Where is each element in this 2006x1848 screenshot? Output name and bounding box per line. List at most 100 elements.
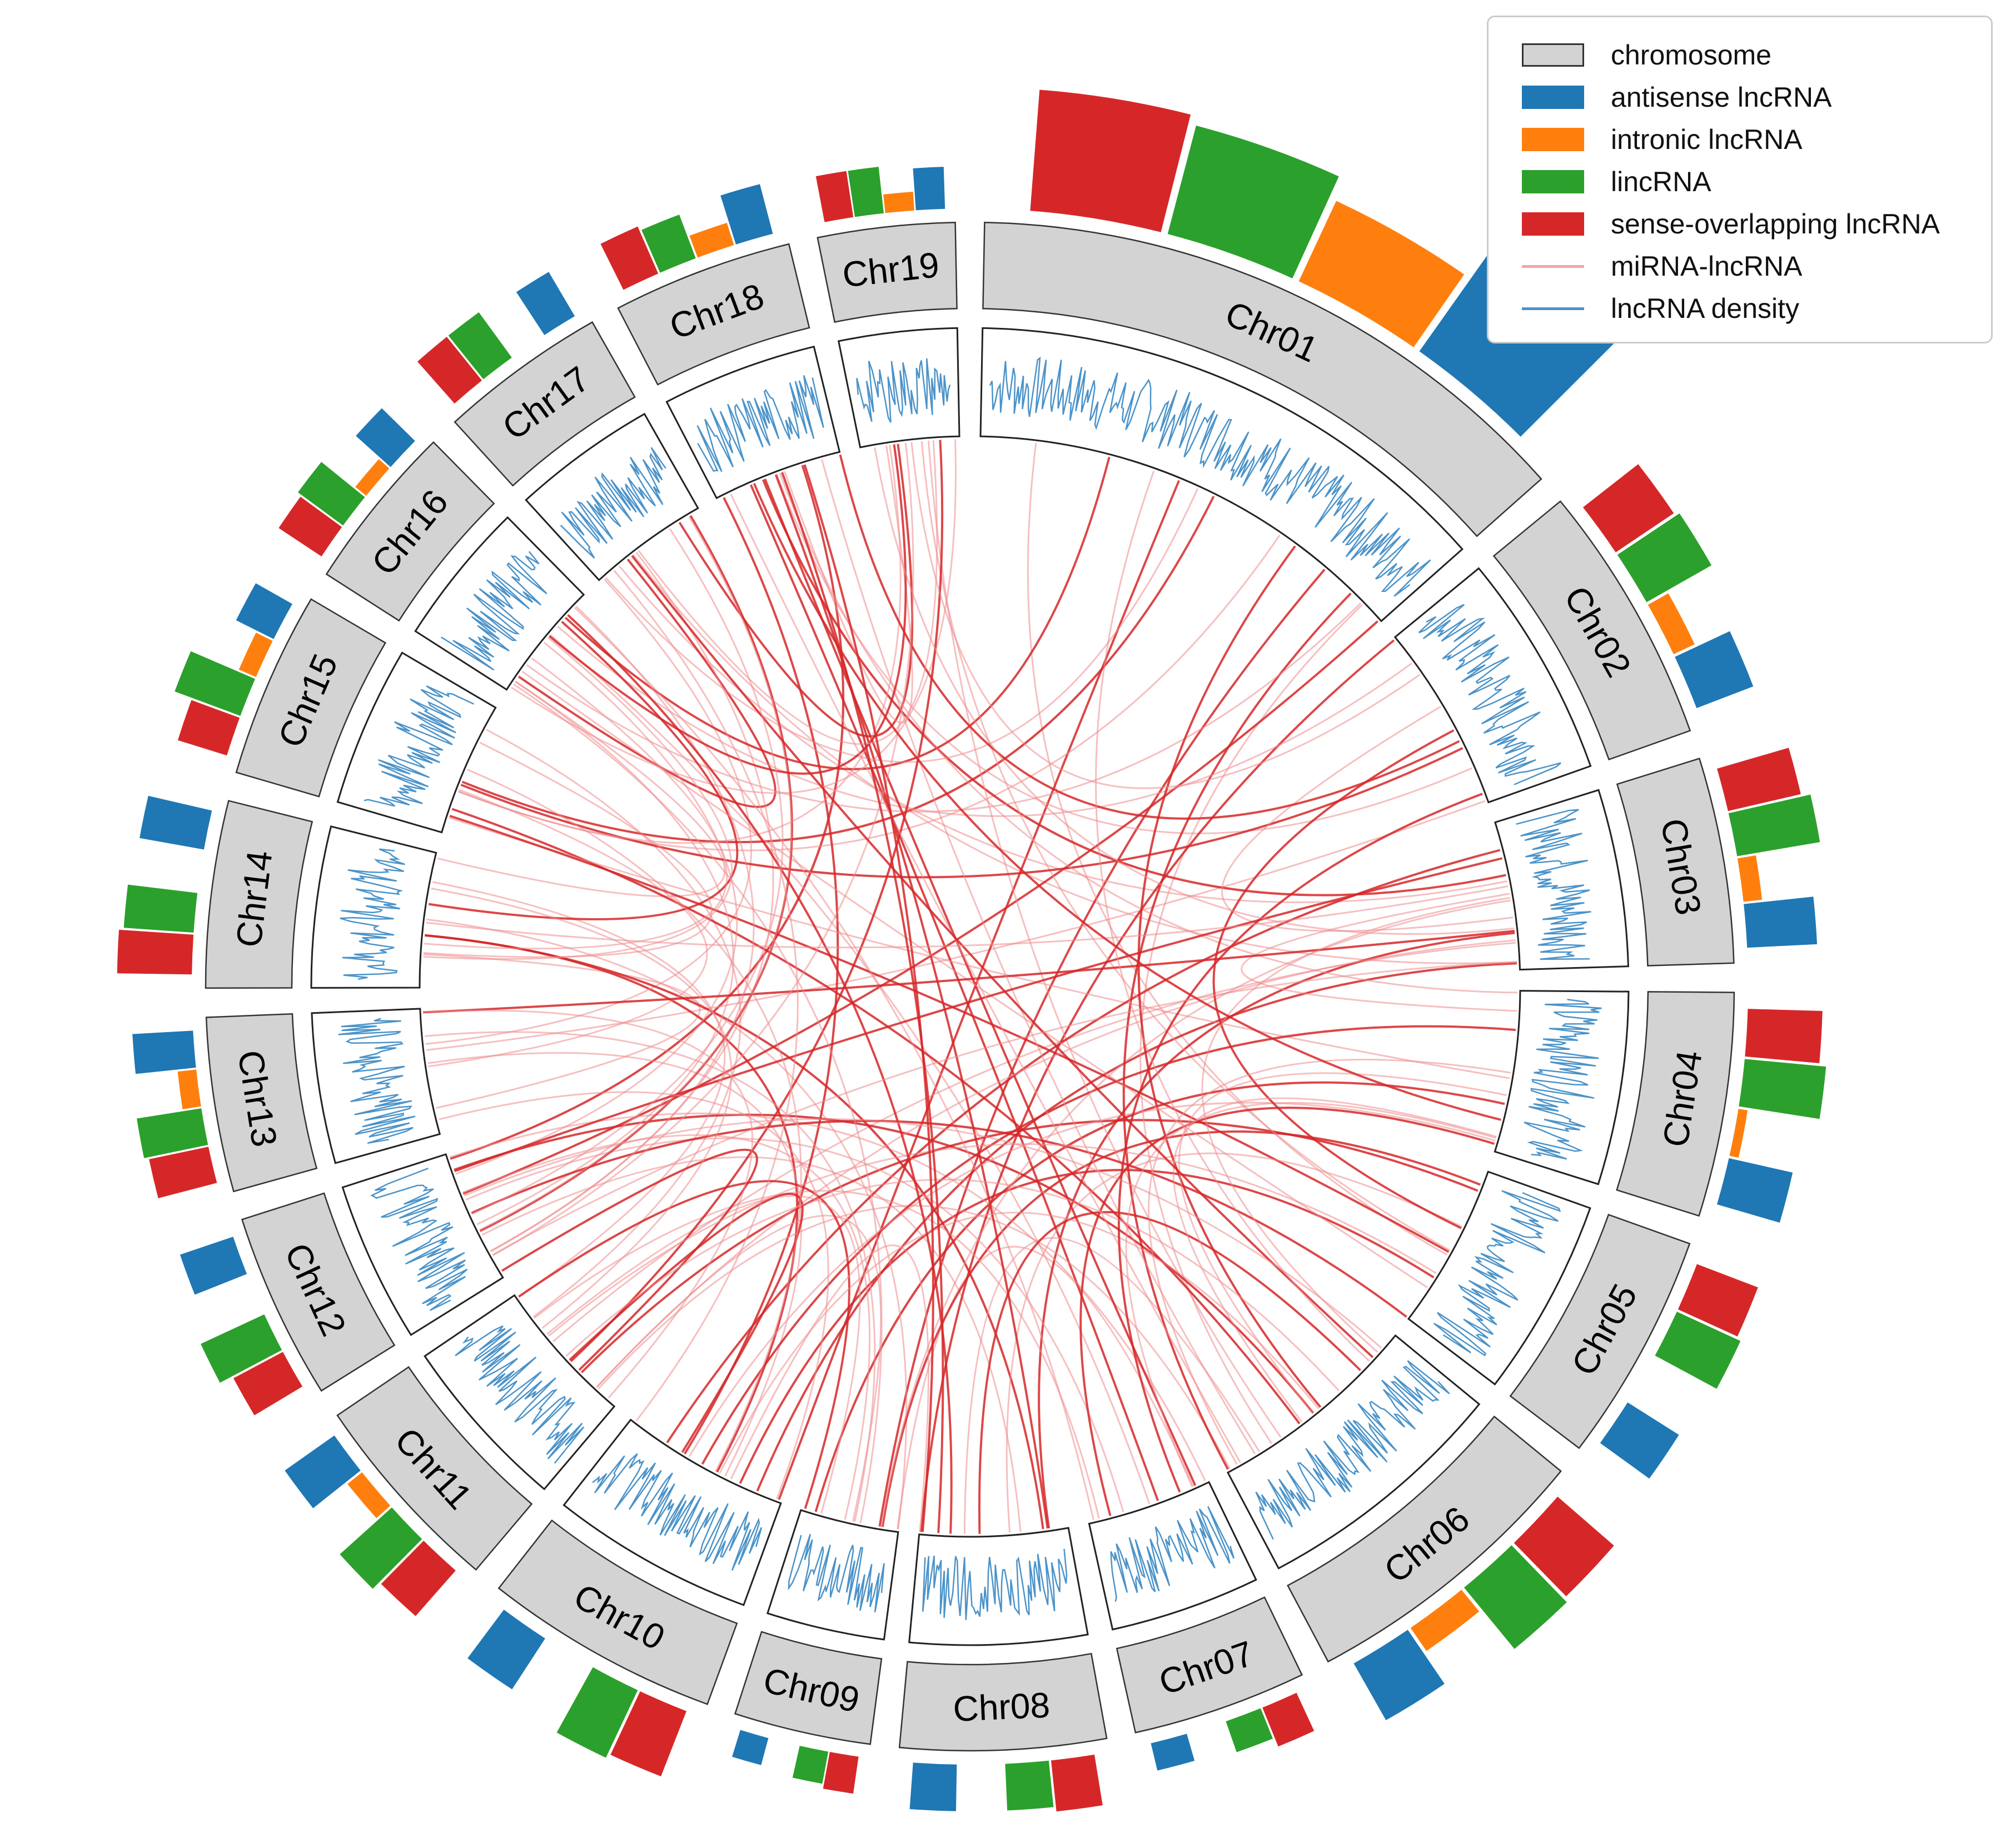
bar-sense-overlapping-lncrna bbox=[381, 1541, 456, 1616]
mirna-lncrna-link bbox=[549, 444, 907, 775]
bar-sense-overlapping-lncrna bbox=[610, 1691, 686, 1777]
bar-sense-overlapping-lncrna bbox=[1514, 1496, 1614, 1597]
mirna-lncrna-link bbox=[1118, 793, 1483, 1493]
mirna-lncrna-link bbox=[839, 454, 1460, 820]
mirna-lncrna-link bbox=[881, 1130, 1481, 1527]
mirna-lncrna-link bbox=[1148, 1058, 1511, 1465]
legend-label-mirna-lncrna: miRNA-lncRNA bbox=[1611, 251, 1803, 282]
bar-lincrna bbox=[175, 651, 256, 716]
mirna-lncrna-link bbox=[874, 447, 1515, 935]
bar-antisense-lncrna bbox=[720, 184, 773, 245]
bar-antisense-lncrna bbox=[467, 1610, 545, 1690]
bar-antisense-lncrna bbox=[1717, 1158, 1793, 1223]
legend-line-mirna-lncrna bbox=[1522, 265, 1584, 268]
density-track-box bbox=[837, 327, 960, 449]
lncrna-density-line bbox=[989, 356, 1431, 597]
mirna-lncrna-link bbox=[471, 1119, 1407, 1318]
mirna-lncrna-link bbox=[753, 482, 1501, 1121]
bar-antisense-lncrna bbox=[236, 583, 292, 639]
mirna-lncrna-link bbox=[490, 605, 755, 1252]
chromosome-chr19: Chr19 bbox=[815, 167, 960, 449]
mirna-lncrna-link bbox=[425, 578, 752, 1045]
bar-lincrna bbox=[1464, 1545, 1567, 1649]
mirna-lncrna-link bbox=[424, 1031, 876, 1522]
legend-label-intronic: intronic lncRNA bbox=[1611, 124, 1803, 155]
lncrna-density-line bbox=[1110, 1506, 1235, 1602]
density-track-box bbox=[341, 1153, 504, 1336]
mirna-lncrna-link bbox=[437, 680, 726, 898]
mirna-lncrna-link bbox=[596, 939, 1516, 1388]
density-track-box bbox=[1494, 990, 1630, 1185]
bar-lincrna bbox=[340, 1507, 422, 1589]
legend-label-antisense: antisense lncRNA bbox=[1611, 82, 1832, 113]
mirna-lncrna-link bbox=[449, 816, 1510, 1079]
lncrna-density-line bbox=[922, 1548, 1068, 1620]
bar-sense-overlapping-lncrna bbox=[600, 226, 659, 290]
mirna-lncrna-links bbox=[423, 439, 1517, 1535]
mirna-lncrna-link bbox=[567, 614, 953, 1534]
bar-sense-overlapping-lncrna bbox=[177, 700, 240, 756]
mirna-lncrna-link bbox=[821, 459, 1256, 1455]
chromosome-box bbox=[454, 321, 636, 487]
bar-sense-overlapping-lncrna bbox=[1262, 1692, 1315, 1747]
chromosome-box bbox=[1492, 500, 1691, 761]
mirna-lncrna-link bbox=[479, 516, 793, 1231]
bar-lincrna bbox=[448, 312, 512, 380]
bar-lincrna bbox=[201, 1314, 282, 1383]
mirna-lncrna-link bbox=[426, 918, 908, 1530]
chromosome-box bbox=[1509, 1213, 1691, 1449]
bar-lincrna bbox=[1655, 1312, 1741, 1389]
chromosome-box bbox=[1116, 1596, 1303, 1734]
mirna-lncrna-link bbox=[464, 1118, 1382, 1349]
lncrna-density-line bbox=[440, 551, 547, 671]
bar-sense-overlapping-lncrna bbox=[1717, 748, 1801, 811]
mirna-lncrna-link bbox=[439, 1091, 829, 1500]
lncrna-density-line bbox=[340, 848, 405, 980]
chromosome-chr15: Chr15 bbox=[175, 583, 497, 834]
density-track-box bbox=[424, 1294, 616, 1491]
mirna-lncrna-link bbox=[778, 480, 1180, 1500]
mirna-lncrna-link bbox=[1027, 443, 1448, 1256]
bar-intronic-lncrna bbox=[1729, 1109, 1748, 1158]
mirna-lncrna-link bbox=[880, 899, 1511, 1527]
legend-label-sense-overlapping: sense-overlapping lncRNA bbox=[1611, 208, 1940, 240]
mirna-lncrna-link bbox=[458, 445, 902, 844]
mirna-lncrna-link bbox=[492, 442, 914, 1256]
chromosome-box bbox=[734, 1631, 883, 1745]
mirna-lncrna-link bbox=[878, 569, 1326, 1527]
density-track-box bbox=[311, 1008, 441, 1164]
mirna-lncrna-link bbox=[517, 559, 776, 808]
bar-sense-overlapping-lncrna bbox=[149, 1147, 217, 1198]
bar-lincrna bbox=[556, 1667, 638, 1758]
mirna-lncrna-link bbox=[1172, 1097, 1497, 1423]
mirna-lncrna-link bbox=[511, 439, 957, 794]
legend-label-lncrna-density: lncRNA density bbox=[1611, 293, 1800, 324]
mirna-lncrna-link bbox=[678, 444, 914, 738]
chromosome-box bbox=[1287, 1415, 1562, 1663]
mirna-lncrna-link bbox=[455, 641, 738, 1175]
mirna-lncrna-link bbox=[574, 607, 1094, 1520]
chromosome-tracks: Chr01Chr02Chr03Chr04Chr05Chr06Chr07Chr08… bbox=[117, 89, 1826, 1812]
chromosome-chr12: Chr12 bbox=[180, 1153, 504, 1416]
mirna-lncrna-link bbox=[897, 1246, 1194, 1530]
bar-lincrna bbox=[792, 1746, 829, 1784]
bar-antisense-lncrna bbox=[1600, 1402, 1679, 1479]
bar-lincrna bbox=[1617, 513, 1712, 602]
lncrna-density-line bbox=[1516, 809, 1591, 960]
chromosome-box bbox=[1616, 758, 1735, 967]
density-track-box bbox=[336, 651, 497, 834]
mirna-lncrna-link bbox=[501, 1148, 758, 1371]
mirna-lncrna-link bbox=[761, 479, 1506, 896]
mirna-lncrna-link bbox=[424, 657, 728, 950]
mirna-lncrna-link bbox=[569, 1192, 804, 1453]
bar-sense-overlapping-lncrna bbox=[117, 929, 194, 975]
mirna-lncrna-link bbox=[570, 440, 944, 1362]
mirna-lncrna-link bbox=[454, 857, 1503, 1172]
mirna-lncrna-link bbox=[467, 769, 802, 1472]
legend-swatch-antisense bbox=[1522, 86, 1584, 109]
chromosome-chr10: Chr10 bbox=[467, 1418, 782, 1777]
legend-item-mirna-lncrna: miRNA-lncRNA bbox=[1522, 245, 1802, 287]
bar-lincrna bbox=[137, 1108, 208, 1158]
bar-antisense-lncrna bbox=[356, 408, 415, 467]
bar-intronic-lncrna bbox=[355, 459, 390, 496]
